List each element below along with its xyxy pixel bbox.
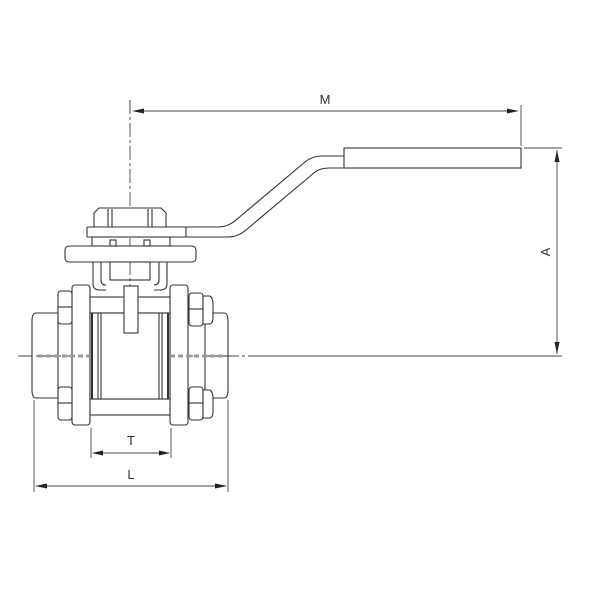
right-end-cap xyxy=(204,312,229,399)
stem xyxy=(123,285,139,334)
dimension-label-m: M xyxy=(320,92,331,107)
dimension-m: M xyxy=(129,92,522,146)
dimension-label-t: T xyxy=(127,433,135,448)
center-body xyxy=(89,285,171,416)
dimension-a: A xyxy=(250,147,562,357)
bolts-right xyxy=(188,292,214,421)
handle-lever xyxy=(98,147,522,238)
stem-nut xyxy=(86,207,187,238)
bolts-left xyxy=(57,290,73,421)
handle-grip xyxy=(343,147,522,169)
dimension-label-l: L xyxy=(127,467,134,482)
stop-plate xyxy=(64,236,197,291)
dimension-label-a: A xyxy=(538,247,553,256)
dimension-t: T xyxy=(90,428,172,458)
dimension-l: L xyxy=(33,400,229,492)
